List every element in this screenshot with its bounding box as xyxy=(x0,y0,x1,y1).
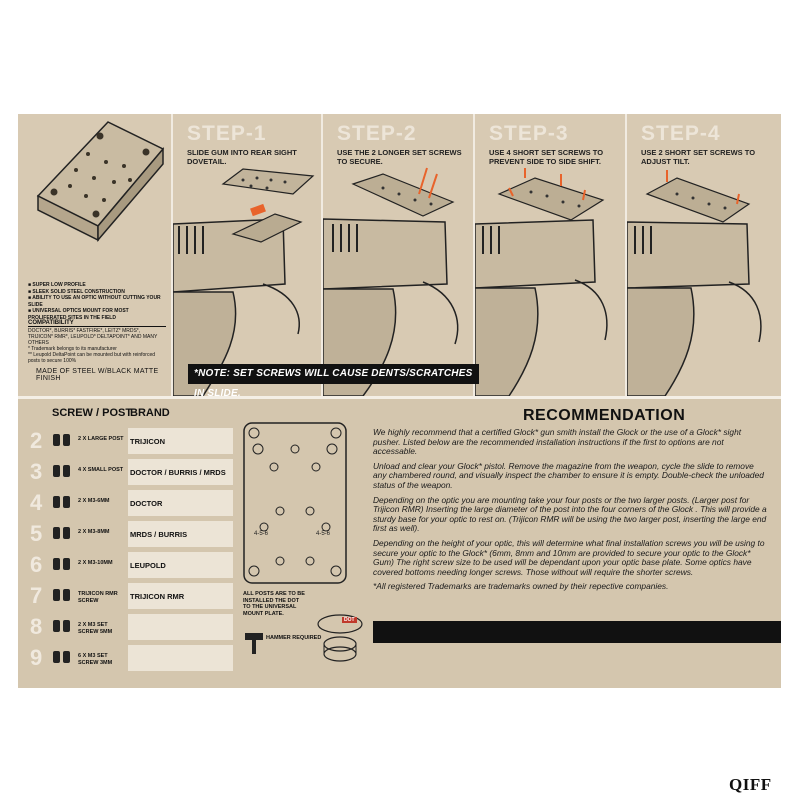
recommendation-title: RECOMMENDATION xyxy=(523,407,686,424)
row-number: 6 xyxy=(30,552,43,577)
recommendation-paragraph: Unload and clear your Glock* pistol. Rem… xyxy=(373,460,764,490)
step-title: STEP-3 xyxy=(489,122,569,145)
row-number: 9 xyxy=(30,645,43,670)
pistol-slide-illustration xyxy=(475,168,608,396)
step-4-panel: STEP-4 USE 2 SHORT SET SCREWS TO ADJUST … xyxy=(625,114,783,396)
screw-icon xyxy=(52,463,72,479)
product-panel: ■ SUPER LOW PROFILE ■ SLEEK SOLID STEEL … xyxy=(18,114,171,396)
feature-item: SUPER LOW PROFILE xyxy=(32,282,86,288)
pistol-slide-illustration xyxy=(627,170,762,396)
screw-icon xyxy=(52,494,72,510)
compatibility-box: COMPATIBILITY DOCTOR*, BURRIS* FASTFIRE*… xyxy=(28,320,166,364)
row-quantity: 2 X M3-10MM xyxy=(78,560,113,566)
step-title: STEP-2 xyxy=(337,122,417,145)
row-quantity: 2 X M3-6MM xyxy=(78,498,110,504)
recommendation-body: We highly recommend that a certified Glo… xyxy=(373,427,768,597)
instruction-sheet: ■ SUPER LOW PROFILE ■ SLEEK SOLID STEEL … xyxy=(18,114,781,688)
row-brand: DOCTOR / BURRIS / MRDS xyxy=(130,468,226,477)
row-quantity: 6 X M3 SET SCREW 3MM xyxy=(78,653,113,666)
table-row: 9 6 X M3 SET SCREW 3MM xyxy=(18,643,233,673)
feature-item: SLEEK SOLID STEEL CONSTRUCTION xyxy=(32,288,125,295)
row-brand: LEUPOLD xyxy=(130,561,166,570)
feature-item: UNIVERSAL OPTICS MOUNT FOR MOST PROLIFER… xyxy=(28,308,129,321)
step-text: USE THE 2 LONGER SET SCREWS TO SECURE. xyxy=(337,148,462,166)
row-number: 7 xyxy=(30,583,43,608)
row-brand: TRIJICON RMR xyxy=(130,592,185,601)
row-brand: DOCTOR xyxy=(130,499,163,508)
table-row: 2 2 X LARGE POST TRIJICON xyxy=(18,426,233,456)
pistol-slide-illustration xyxy=(173,168,315,396)
screw-icon xyxy=(52,556,72,572)
feature-list: ■ SUPER LOW PROFILE ■ SLEEK SOLID STEEL … xyxy=(28,282,161,321)
material-text: MADE OF STEEL W/BLACK MATTE FINISH xyxy=(36,368,159,382)
plate-hole-diagram: 4-5-6 4-5-6 xyxy=(243,422,347,584)
step-title: STEP-4 xyxy=(641,122,721,145)
table-row: 5 2 X M3-8MM MRDS / BURRIS xyxy=(18,519,233,549)
brand-cell-bg xyxy=(128,552,233,578)
feature-item: ABILITY TO USE AN OPTIC WITHOUT CUTTING … xyxy=(28,295,161,308)
row-brand: MRDS / BURRIS xyxy=(130,530,188,539)
step-1-panel: STEP-1 SLIDE GUM INTO REAR SIGHT DOVETAI… xyxy=(171,114,323,396)
brand-cell-bg xyxy=(128,428,233,454)
brand-cell-bg xyxy=(128,490,233,516)
dot-label: DOT xyxy=(342,617,357,623)
row-quantity: TRIJICON RMR SCREW xyxy=(78,591,118,604)
screw-icon xyxy=(52,432,72,448)
recommendation-paragraph: Depending on the optic you are mounting … xyxy=(373,494,767,534)
pistol-slide-illustration xyxy=(323,167,459,396)
brand-cell-bg xyxy=(128,459,233,485)
footer-bar xyxy=(373,621,781,643)
table-row: 3 4 X SMALL POST DOCTOR / BURRIS / MRDS xyxy=(18,457,233,487)
plate-label: 4-5-6 xyxy=(316,531,331,537)
step-title: STEP-1 xyxy=(187,122,267,145)
row-number: 3 xyxy=(30,459,43,484)
hammer-required-label: HAMMER REQUIRED xyxy=(266,635,322,641)
top-section: ■ SUPER LOW PROFILE ■ SLEEK SOLID STEEL … xyxy=(18,114,783,399)
plate-label: 4-5-6 xyxy=(254,531,269,537)
table-row: 7 TRIJICON RMR SCREW TRIJICON RMR xyxy=(18,581,233,611)
row-quantity: 4 X SMALL POST xyxy=(78,467,124,473)
row-number: 4 xyxy=(30,490,43,515)
brand-cell-bg xyxy=(128,583,233,609)
brand-cell-bg xyxy=(128,645,233,671)
plate-install-note: ALL POSTS ARE TO BE INSTALLED THE DOT TO… xyxy=(243,591,305,617)
step-text: USE 2 SHORT SET SCREWS TO ADJUST TILT. xyxy=(641,148,756,166)
recommendation-paragraph: Depending on the height of your optic, t… xyxy=(373,537,765,577)
row-number: 2 xyxy=(30,428,43,453)
row-brand: TRIJICON xyxy=(130,437,166,446)
post-install-diagram xyxy=(317,614,363,662)
bottom-section: SCREW / POST BRAND 2 2 X LARGE POST TRIJIC… xyxy=(18,399,781,688)
step-text: SLIDE GUM INTO REAR SIGHT DOVETAIL. xyxy=(187,148,297,166)
set-screw-warning: *NOTE: SET SCREWS WILL CAUSE DENTS/SCRAT… xyxy=(188,364,479,399)
compatibility-list: DOCTOR*, BURRIS* FASTFIRE*, LEITZ* MRDS*… xyxy=(28,328,158,346)
screw-icon xyxy=(52,649,72,665)
step-3-panel: STEP-3 USE 4 SHORT SET SCREWS TO PREVENT… xyxy=(473,114,627,396)
compatibility-heading: COMPATIBILITY xyxy=(28,320,166,327)
hammer-icon xyxy=(245,633,263,654)
table-row: 4 2 X M3-6MM DOCTOR xyxy=(18,488,233,518)
table-row: 8 2 X M3 SET SCREW 5MM xyxy=(18,612,233,642)
row-number: 8 xyxy=(30,614,43,639)
recommendation-paragraph: *All registered Trademarks are trademark… xyxy=(373,581,669,592)
compatibility-note: * Trademark belongs to its manufacturer xyxy=(28,346,117,352)
brand-cell-bg xyxy=(128,614,233,640)
row-quantity: 2 X M3 SET SCREW 5MM xyxy=(78,622,113,635)
screw-icon xyxy=(52,525,72,541)
row-quantity: 2 X M3-8MM xyxy=(78,529,110,535)
mount-plate-illustration xyxy=(36,121,165,243)
row-quantity: 2 X LARGE POST xyxy=(78,436,124,442)
section-divider xyxy=(18,396,781,399)
table-header-screw: SCREW / POST xyxy=(52,407,133,419)
screw-icon xyxy=(52,587,72,603)
step-text: USE 4 SHORT SET SCREWS TO PREVENT SIDE T… xyxy=(489,148,604,166)
table-header-brand: BRAND xyxy=(130,407,170,419)
step-2-panel: STEP-2 USE THE 2 LONGER SET SCREWS TO SE… xyxy=(321,114,475,396)
compatibility-note: ** Leupold DeltaPoint can be mounted but… xyxy=(28,352,156,364)
recommendation-paragraph: We highly recommend that a certified Glo… xyxy=(373,427,742,457)
brand-cell-bg xyxy=(128,521,233,547)
screw-icon xyxy=(52,618,72,634)
table-row: 6 2 X M3-10MM LEUPOLD xyxy=(18,550,233,580)
row-number: 5 xyxy=(30,521,43,546)
brand-logo: QIFF xyxy=(729,775,772,794)
